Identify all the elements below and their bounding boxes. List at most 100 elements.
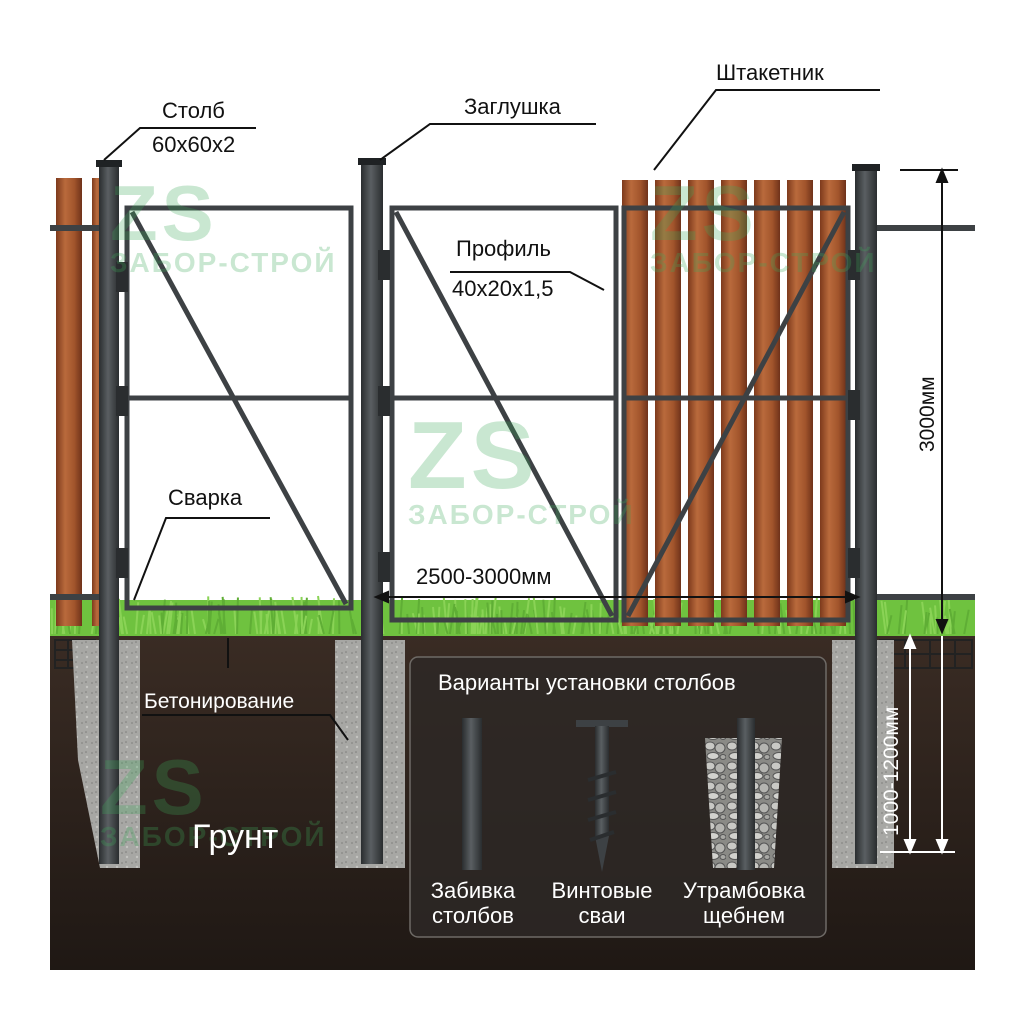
gate-leaf-middle bbox=[389, 205, 619, 623]
grass-blade bbox=[318, 614, 325, 635]
watermark-top-left: ZS ЗАБОР-СТРОЙ bbox=[110, 169, 337, 278]
grass-blade bbox=[897, 605, 903, 635]
install-option-screw-line2: сваи bbox=[578, 903, 626, 928]
grass-blade bbox=[473, 597, 478, 635]
height-dimension bbox=[900, 167, 958, 635]
grass-blade bbox=[158, 615, 163, 635]
grass-blade bbox=[179, 612, 184, 635]
grass-blade bbox=[713, 612, 720, 635]
grass-blade bbox=[464, 599, 467, 635]
grass-blade bbox=[943, 615, 950, 635]
grass-blade bbox=[308, 618, 313, 635]
grass-blade bbox=[213, 618, 220, 635]
grass-blade bbox=[253, 611, 259, 635]
grass-blade bbox=[542, 599, 547, 635]
hinges bbox=[116, 250, 860, 582]
picket-board bbox=[655, 180, 681, 626]
install-option-stone: Утрамбовка щебнем bbox=[668, 878, 820, 928]
install-option-stone-line1: Утрамбовка bbox=[682, 878, 806, 903]
label-welding: Сварка bbox=[168, 485, 243, 510]
install-panel-title: Варианты установки столбов bbox=[438, 670, 736, 695]
label-picket: Штакетник bbox=[716, 60, 824, 85]
picket-board bbox=[688, 180, 714, 626]
grass-blade bbox=[174, 619, 179, 635]
watermark-center: ZS ЗАБОР-СТРОЙ bbox=[408, 402, 635, 530]
grass-blade bbox=[929, 612, 932, 635]
grass-blade bbox=[532, 597, 539, 635]
grass-blade bbox=[236, 597, 239, 635]
grass-blade bbox=[947, 596, 952, 635]
grass-blade bbox=[901, 610, 908, 635]
grass-blade bbox=[490, 600, 494, 635]
grass-blade bbox=[545, 599, 551, 635]
picket-board bbox=[787, 180, 813, 626]
grass-blade bbox=[406, 613, 411, 635]
grass-blade bbox=[145, 609, 151, 635]
install-option-driven-line1: Забивка bbox=[430, 878, 516, 903]
install-option-driven: Забивка столбов bbox=[414, 878, 532, 928]
install-option-driven-line2: столбов bbox=[432, 903, 514, 928]
picket-board bbox=[820, 180, 846, 626]
grass-blade bbox=[291, 596, 299, 635]
post-left bbox=[99, 164, 119, 864]
grass-blade bbox=[301, 615, 308, 635]
label-post-size: 60х60х2 bbox=[152, 132, 236, 157]
grass-blade bbox=[886, 615, 893, 635]
grass-blade bbox=[150, 611, 157, 635]
grass-blade bbox=[233, 607, 238, 635]
label-width: 2500-3000мм bbox=[416, 564, 552, 589]
grass-blade bbox=[852, 600, 856, 635]
watermark-top-right: ZS ЗАБОР-СТРОЙ bbox=[650, 169, 877, 278]
grass-blade bbox=[398, 597, 404, 635]
crushed-stone-icon bbox=[705, 718, 782, 870]
picket-board bbox=[754, 180, 780, 626]
install-option-stone-line2: щебнем bbox=[703, 903, 785, 928]
grass-blade bbox=[963, 609, 970, 635]
grass-blade bbox=[117, 617, 124, 635]
label-profile: Профиль bbox=[456, 236, 551, 261]
label-height: 3000мм bbox=[916, 376, 939, 452]
grass-blade bbox=[567, 612, 573, 635]
install-option-screw-line1: Винтовые bbox=[551, 878, 653, 903]
grass-blade bbox=[122, 616, 129, 635]
screw-pile-icon bbox=[576, 720, 628, 872]
grass-blade bbox=[160, 612, 164, 635]
picket-fence-left bbox=[56, 178, 106, 626]
callout-lines bbox=[103, 89, 880, 741]
grass-blade bbox=[139, 614, 145, 635]
grass-blade bbox=[172, 615, 178, 635]
grass-blade bbox=[272, 606, 277, 635]
post-middle bbox=[361, 162, 383, 864]
grass-blade bbox=[328, 610, 335, 635]
label-post: Столб bbox=[162, 98, 225, 123]
grass-blade bbox=[923, 612, 928, 635]
grass-blade bbox=[880, 600, 887, 635]
grass-blade bbox=[258, 597, 263, 635]
grass-blade bbox=[948, 608, 956, 635]
post-cap-middle bbox=[358, 158, 386, 165]
width-dimension bbox=[373, 590, 861, 604]
label-concreting: Бетонирование bbox=[144, 690, 295, 713]
post-right bbox=[855, 168, 877, 864]
grass-blade bbox=[522, 613, 529, 635]
gate-leaf-right bbox=[621, 205, 851, 623]
watermark-bottom-left: ZS ЗАБОР-СТРОЙ bbox=[100, 743, 327, 852]
grass-blade bbox=[300, 596, 304, 635]
label-profile-size: 40х20х1,5 bbox=[452, 276, 554, 301]
grass-blade bbox=[929, 607, 936, 635]
post-cap-left bbox=[96, 160, 122, 167]
depth-dimension bbox=[880, 633, 955, 855]
grass-blade bbox=[263, 607, 271, 635]
label-cap: Заглушка bbox=[464, 94, 561, 119]
grass-blade bbox=[162, 609, 169, 635]
grass-blade bbox=[176, 610, 182, 635]
grass-blade bbox=[248, 610, 253, 635]
grass-blade bbox=[280, 608, 287, 635]
label-ground: Грунт bbox=[192, 818, 279, 856]
grass-blade bbox=[348, 607, 355, 635]
grass-blade bbox=[552, 596, 556, 635]
label-depth: 1000-1200мм bbox=[880, 706, 903, 836]
post-cap-right bbox=[852, 164, 880, 171]
driven-post-icon bbox=[462, 718, 482, 870]
